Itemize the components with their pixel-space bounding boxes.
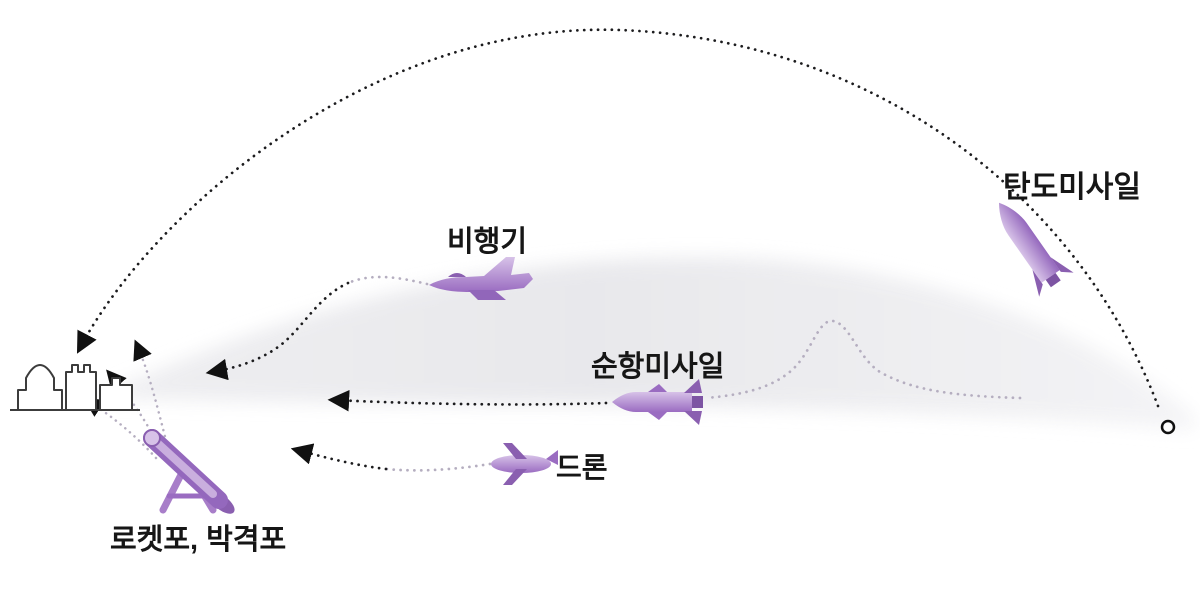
city-skyline-icon <box>10 364 140 411</box>
launch-point-circle <box>1160 419 1176 435</box>
label-rocket-mortar: 로켓포, 박격포 <box>110 523 286 556</box>
aircraft-trajectory-far <box>346 275 429 286</box>
fighter-jet-icon <box>429 257 533 300</box>
drone-icon <box>491 443 558 485</box>
aircraft-trajectory-near <box>205 281 350 381</box>
mortar-trajectory-high <box>133 339 170 450</box>
mortar-launcher-icon <box>143 429 235 514</box>
cruise-trajectory-near <box>327 389 608 412</box>
label-drone: 드론 <box>556 452 608 483</box>
background-band <box>95 257 1195 430</box>
cruise-trajectory-far <box>704 319 1022 400</box>
drone-trajectory-near <box>290 443 388 471</box>
ballistic-missile-icon <box>999 202 1074 297</box>
label-cruise-missile: 순항미사일 <box>591 350 724 383</box>
drone-trajectory-far <box>384 462 492 472</box>
label-ballistic-missile: 탄도미사일 <box>1003 171 1141 204</box>
cruise-missile-icon <box>612 379 703 425</box>
label-aircraft: 비행기 <box>447 225 527 258</box>
